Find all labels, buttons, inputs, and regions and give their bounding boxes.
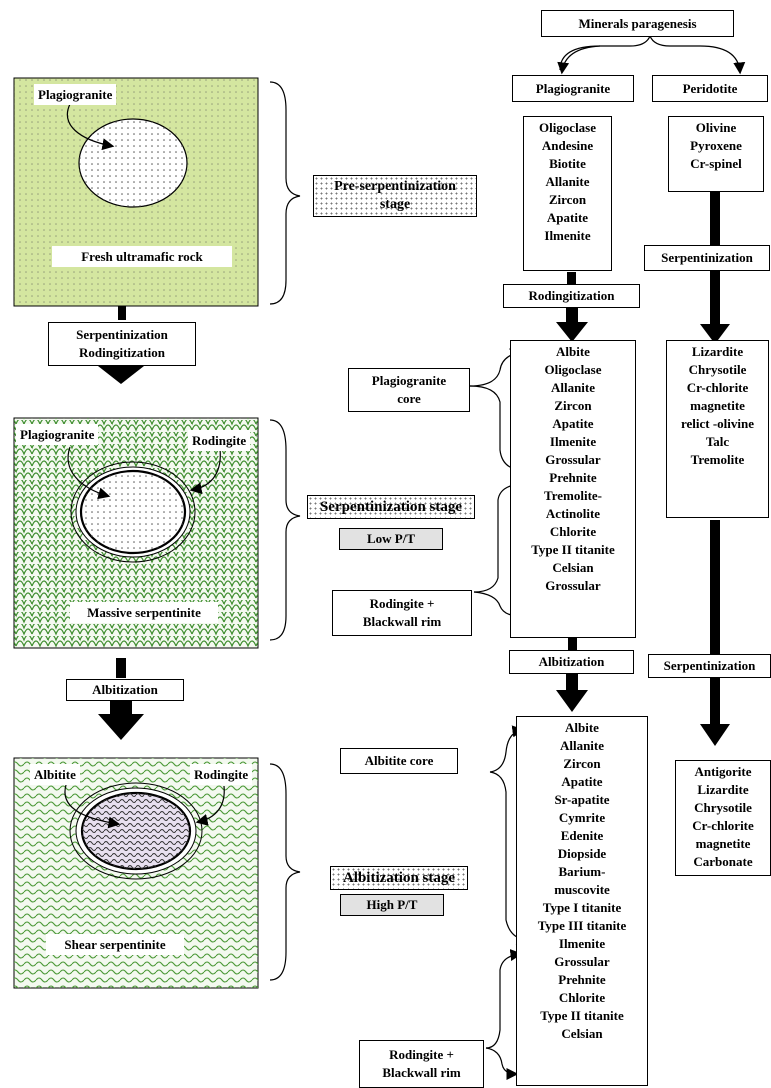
- mineral-item: Apatite: [561, 774, 603, 789]
- mineral-item: Apatite: [546, 210, 589, 225]
- mineral-item: Type III titanite: [537, 918, 627, 933]
- mineral-item: Allanite: [545, 174, 590, 189]
- panel3-rock-label: Shear serpentinite: [46, 934, 184, 955]
- label-plagiogranite-core: Plagiogranite core: [348, 368, 470, 412]
- mineral-item: Albite: [565, 720, 599, 735]
- stage-pre-serpentinization: Pre-serpentinization stage: [313, 175, 477, 217]
- mineral-item: Zircon: [563, 756, 601, 771]
- panel2-rock-label: Massive serpentinite: [70, 602, 218, 623]
- mineral-item: Cymrite: [558, 810, 606, 825]
- left-arrow-label-1-line1: Serpentinization: [76, 327, 168, 342]
- mineral-item: Barium-: [558, 864, 606, 879]
- serpentinization-label-2: Serpentinization: [648, 654, 771, 678]
- stage-albitization: Albitization stage: [330, 866, 468, 890]
- mineral-item: Sr-apatite: [554, 792, 610, 807]
- label-albitite-core: Albitite core: [340, 748, 458, 774]
- left-arrow-label-2: Albitization: [66, 679, 184, 701]
- mineral-item: Grossular: [545, 452, 601, 467]
- stage-albitization-pt: High P/T: [340, 894, 444, 916]
- panel2-rim-label: Rodingite: [188, 430, 251, 451]
- mineral-item: Cr-chlorite: [686, 380, 749, 395]
- mineral-item: Talc: [705, 434, 730, 449]
- mineral-item: Olivine: [695, 120, 737, 135]
- mineral-item: Allanite: [550, 380, 596, 395]
- mineral-item: Ilmenite: [549, 434, 597, 449]
- label-rodingite-rim-1: Rodingite + Blackwall rim: [332, 590, 472, 636]
- mineral-item: Prehnite: [549, 470, 597, 485]
- stage-serpentinization: Serpentinization stage: [307, 495, 475, 519]
- mineral-item: Oligoclase: [538, 120, 597, 135]
- panel1-rock-label: Fresh ultramafic rock: [52, 246, 232, 267]
- mineral-item: Tremolite: [690, 452, 745, 467]
- mineral-item: Chlorite: [558, 990, 606, 1005]
- mineral-item: Zircon: [548, 192, 587, 207]
- panel3-rim-label: Rodingite: [190, 764, 253, 785]
- mineral-item: Diopside: [557, 846, 607, 861]
- mineral-item: Chlorite: [549, 524, 597, 539]
- rodingitization-label: Rodingitization: [503, 284, 640, 308]
- panel1-host-label: Plagiogranite: [34, 84, 117, 105]
- mineral-item: Biotite: [549, 156, 586, 171]
- mineral-item: Grossular: [554, 954, 610, 969]
- mineral-item: Type I titanite: [542, 900, 622, 915]
- mineral-item: magnetite: [690, 398, 745, 413]
- mineral-item: Antigorite: [694, 764, 752, 779]
- mineral-item: Allanite: [559, 738, 605, 753]
- mineral-item: Apatite: [552, 416, 594, 431]
- panel2-host-label: Plagiogranite: [16, 424, 99, 445]
- mineral-item: Lizardite: [691, 344, 744, 359]
- mineral-item: Ilmenite: [544, 228, 591, 243]
- mineral-item: Prehnite: [558, 972, 606, 987]
- mineral-item: Chrysotile: [694, 800, 752, 815]
- peridotite-header: Peridotite: [652, 75, 768, 102]
- mineral-item: Edenite: [560, 828, 604, 843]
- mineral-item: relict -olivine: [680, 416, 755, 431]
- panel3-host-label: Albitite: [30, 764, 80, 785]
- mineral-item: Albite: [556, 344, 590, 359]
- mineral-item: Cr-chlorite: [692, 818, 754, 833]
- mineral-item: Zircon: [554, 398, 592, 413]
- stage-serpentinization-pt: Low P/T: [339, 528, 443, 550]
- left-arrow-label-1: Serpentinization Rodingitization: [48, 322, 196, 366]
- mineral-item: magnetite: [695, 836, 751, 851]
- mineral-item: Type II titanite: [531, 542, 615, 557]
- mineral-item: Type II titanite: [540, 1008, 624, 1023]
- mineral-item: Lizardite: [697, 782, 749, 797]
- mineral-item: Cr-spinel: [690, 156, 742, 171]
- mineral-item: Actinolite: [545, 506, 601, 521]
- mineral-item: Chrysotile: [688, 362, 747, 377]
- mineral-item: Celsian: [561, 1026, 603, 1041]
- mineral-item: Celsian: [552, 560, 594, 575]
- mineral-item: Tremolite-: [544, 488, 602, 503]
- mineral-item: muscovite: [554, 882, 610, 897]
- mineral-item: Andesine: [541, 138, 594, 153]
- serpentinization-label-1: Serpentinization: [644, 245, 770, 271]
- label-rodingite-rim-2: Rodingite + Blackwall rim: [359, 1040, 484, 1088]
- albitization-label: Albitization: [509, 650, 634, 674]
- mineral-item: Oligoclase: [544, 362, 602, 377]
- left-arrow-label-1-line2: Rodingitization: [79, 345, 165, 360]
- mineral-item: Ilmenite: [558, 936, 606, 951]
- mineral-item: Grossular: [545, 578, 601, 593]
- plagiogranite-header: Plagiogranite: [512, 75, 634, 102]
- mineral-item: Carbonate: [693, 854, 753, 869]
- minerals-paragenesis-title: Minerals paragenesis: [541, 10, 734, 37]
- mineral-item: Pyroxene: [690, 138, 742, 153]
